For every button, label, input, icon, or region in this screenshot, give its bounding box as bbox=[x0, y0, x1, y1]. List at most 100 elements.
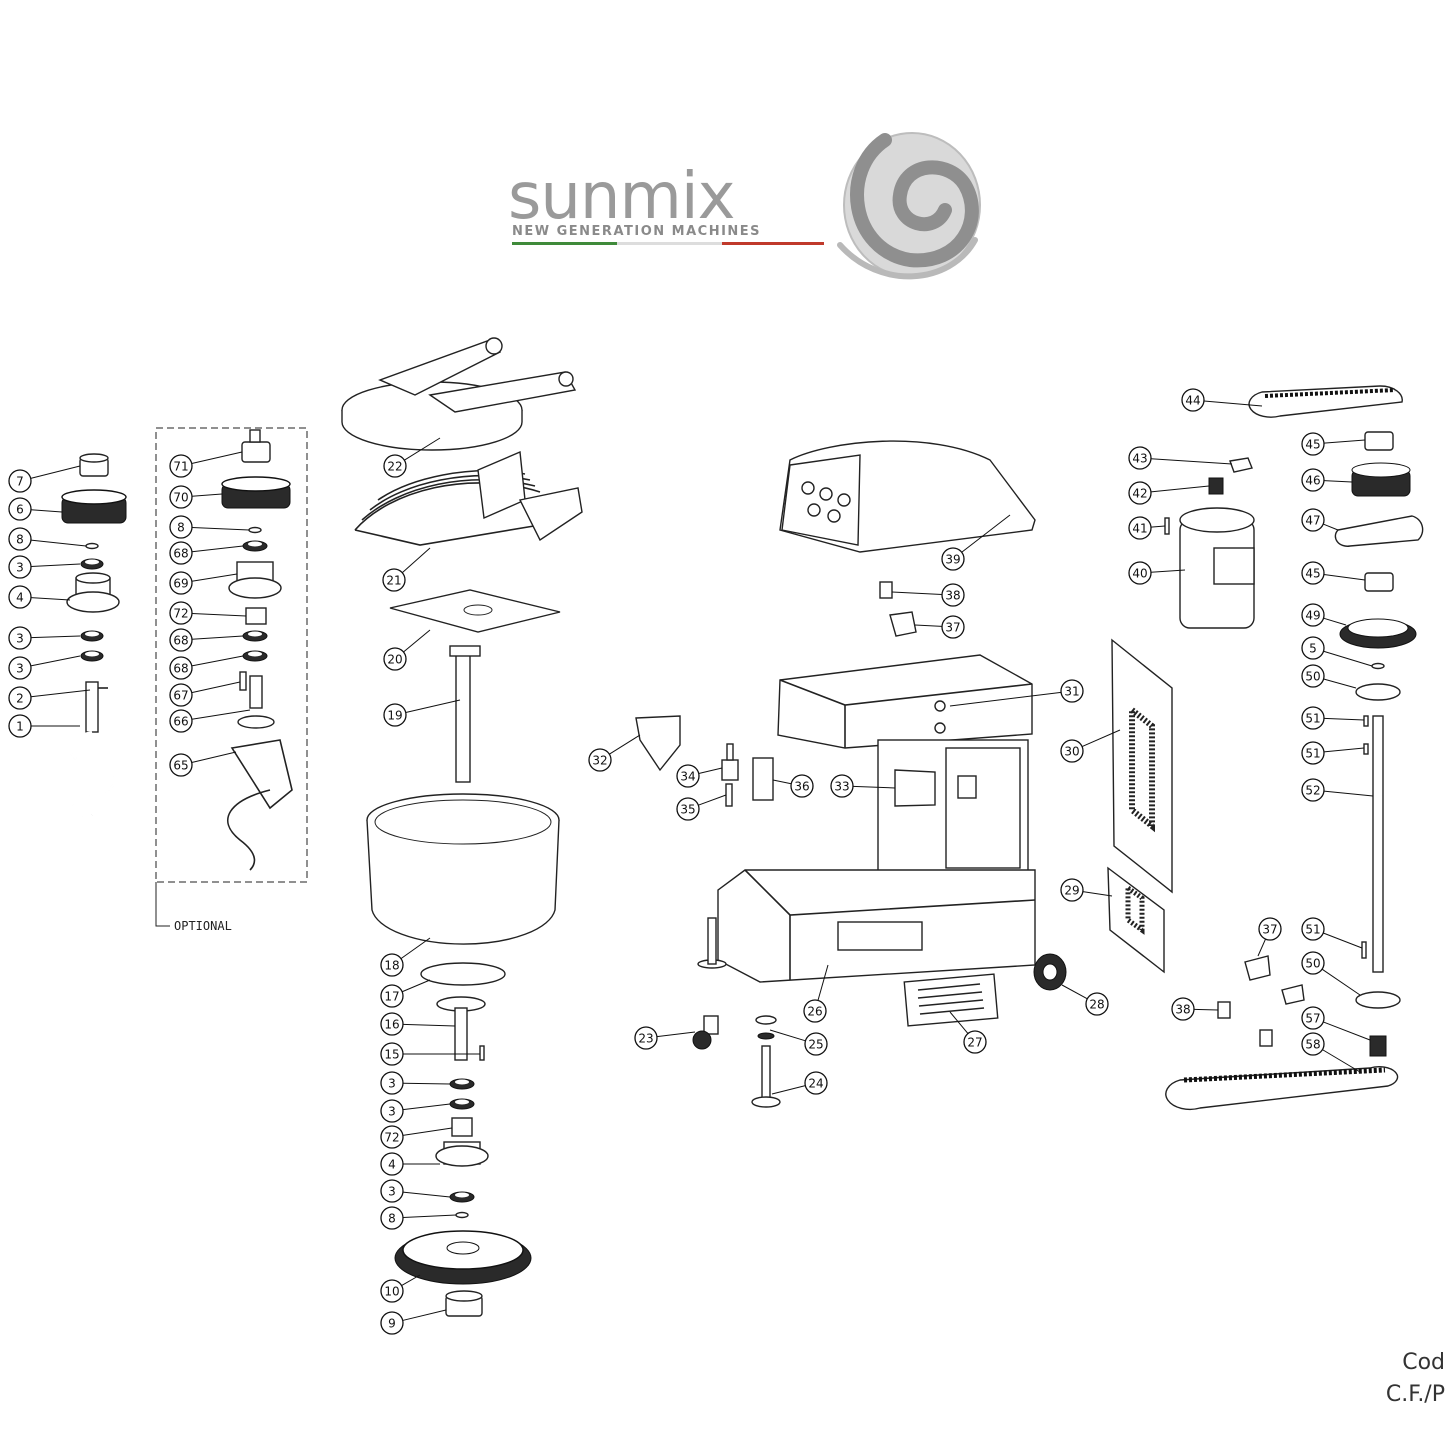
callout-number: 33 bbox=[834, 780, 849, 794]
callout-number: 38 bbox=[945, 589, 960, 603]
leader-line-c21 bbox=[401, 547, 431, 574]
part-34-bolt bbox=[726, 743, 734, 761]
part-callout-c26: 26 bbox=[803, 999, 827, 1023]
leader-line-c49 bbox=[1323, 617, 1347, 626]
callout-circle bbox=[380, 1311, 404, 1335]
callout-number: 8 bbox=[16, 533, 24, 547]
leader-line-c8c bbox=[402, 1214, 457, 1218]
callout-number: 29 bbox=[1064, 884, 1079, 898]
callout-circle bbox=[380, 1279, 404, 1303]
callout-number: 3 bbox=[16, 632, 24, 646]
part-callout-c37a: 37 bbox=[941, 615, 965, 639]
part-72-spacer bbox=[245, 607, 267, 625]
callout-number: 72 bbox=[173, 607, 188, 621]
callout-number: 17 bbox=[384, 990, 399, 1004]
leader-line-c3b bbox=[30, 635, 81, 639]
part-callout-c22: 22 bbox=[383, 454, 407, 478]
part-20-plate-hole bbox=[463, 604, 493, 616]
part-39-control-panel bbox=[781, 454, 861, 546]
part-callout-c15: 15 bbox=[380, 1042, 404, 1066]
part-callout-c30: 30 bbox=[1060, 739, 1084, 763]
control-knob-b bbox=[819, 487, 833, 501]
callout-circle bbox=[169, 601, 193, 625]
part-34-damper bbox=[721, 759, 739, 781]
part-callout-c24: 24 bbox=[804, 1071, 828, 1095]
callout-number: 28 bbox=[1089, 998, 1104, 1012]
callout-circle bbox=[8, 585, 32, 609]
part-callout-c8b: 8 bbox=[169, 515, 193, 539]
leader-line-c23 bbox=[656, 1031, 696, 1038]
callout-number: 44 bbox=[1185, 394, 1200, 408]
callout-circle bbox=[790, 774, 814, 798]
leader-line-c72a bbox=[191, 613, 247, 617]
leader-line-c3e bbox=[402, 1103, 451, 1111]
footer-code-label: Cod bbox=[1402, 1350, 1445, 1375]
callout-circle bbox=[380, 953, 404, 977]
callout-number: 45 bbox=[1305, 567, 1320, 581]
part-callout-c10: 10 bbox=[380, 1279, 404, 1303]
callout-number: 65 bbox=[173, 759, 188, 773]
part-40-terminal-box bbox=[1213, 547, 1255, 585]
part-callout-c1: 1 bbox=[8, 714, 32, 738]
callout-circle bbox=[1301, 664, 1325, 688]
part-40-motor-top bbox=[1179, 507, 1255, 533]
part-30-side-panel bbox=[1111, 638, 1173, 894]
part-callout-c68a: 68 bbox=[169, 541, 193, 565]
leader-line-c27 bbox=[949, 1011, 969, 1034]
leader-line-c50a bbox=[1323, 678, 1357, 689]
callout-number: 36 bbox=[794, 780, 809, 794]
callout-number: 38 bbox=[1175, 1003, 1190, 1017]
part-callout-c19: 19 bbox=[383, 703, 407, 727]
callout-circle bbox=[1301, 508, 1325, 532]
leader-line-c52 bbox=[1323, 790, 1374, 797]
optional-group: OPTIONAL bbox=[155, 427, 308, 933]
part-callout-c3b: 3 bbox=[8, 626, 32, 650]
callout-number: 51 bbox=[1305, 712, 1320, 726]
callout-circle bbox=[380, 984, 404, 1008]
part-45-hub-a bbox=[1364, 431, 1394, 451]
leader-line-c50b bbox=[1321, 968, 1361, 996]
callout-number: 10 bbox=[384, 1285, 399, 1299]
part-22-arm-b bbox=[428, 371, 577, 413]
part-38-sensor-b bbox=[1217, 1001, 1231, 1019]
part-7-hub-top bbox=[79, 453, 109, 463]
part-callout-c3a: 3 bbox=[8, 555, 32, 579]
part-31-plug-a bbox=[934, 700, 946, 712]
part-71-bolt bbox=[249, 429, 261, 443]
part-callout-c68b: 68 bbox=[169, 628, 193, 652]
sunmix-logo: sunmix NEW GENERATION MACHINES bbox=[508, 132, 981, 280]
callout-number: 7 bbox=[16, 475, 24, 489]
callout-number: 19 bbox=[387, 709, 402, 723]
part-callout-c47: 47 bbox=[1301, 508, 1325, 532]
leader-line-c10 bbox=[401, 1274, 421, 1286]
callout-circle bbox=[1301, 1032, 1325, 1056]
part-callout-c70: 70 bbox=[169, 485, 193, 509]
leader-line-c58 bbox=[1322, 1049, 1361, 1073]
foot-a-stem bbox=[707, 917, 717, 965]
part-callout-c36: 36 bbox=[790, 774, 814, 798]
callout-circle bbox=[8, 469, 32, 493]
part-58-belt bbox=[1165, 1066, 1399, 1111]
part-callout-c16: 16 bbox=[380, 1012, 404, 1036]
callout-number: 4 bbox=[388, 1158, 396, 1172]
part-45-hub-b bbox=[1364, 572, 1394, 592]
leader-line-c68a bbox=[191, 545, 244, 553]
leader-line-c45a bbox=[1323, 439, 1366, 444]
leader-line-c30 bbox=[1081, 729, 1121, 748]
leader-line-c51a bbox=[1323, 717, 1365, 721]
part-37-bracket-b bbox=[1244, 955, 1271, 981]
callout-number: 40 bbox=[1132, 567, 1147, 581]
part-36-bracket bbox=[752, 757, 774, 801]
part-callout-c3d: 3 bbox=[380, 1071, 404, 1095]
callout-number: 37 bbox=[945, 621, 960, 635]
part-51-key-a bbox=[1363, 715, 1369, 727]
callout-circle bbox=[8, 656, 32, 680]
leader-line-c47 bbox=[1323, 523, 1339, 531]
callout-circle bbox=[1128, 446, 1152, 470]
callout-number: 3 bbox=[16, 662, 24, 676]
callout-circle bbox=[588, 748, 612, 772]
callout-circle bbox=[169, 753, 193, 777]
part-callout-c72a: 72 bbox=[169, 601, 193, 625]
part-68-bearing-c-hole bbox=[248, 651, 262, 657]
part-callout-c28: 28 bbox=[1085, 992, 1109, 1016]
